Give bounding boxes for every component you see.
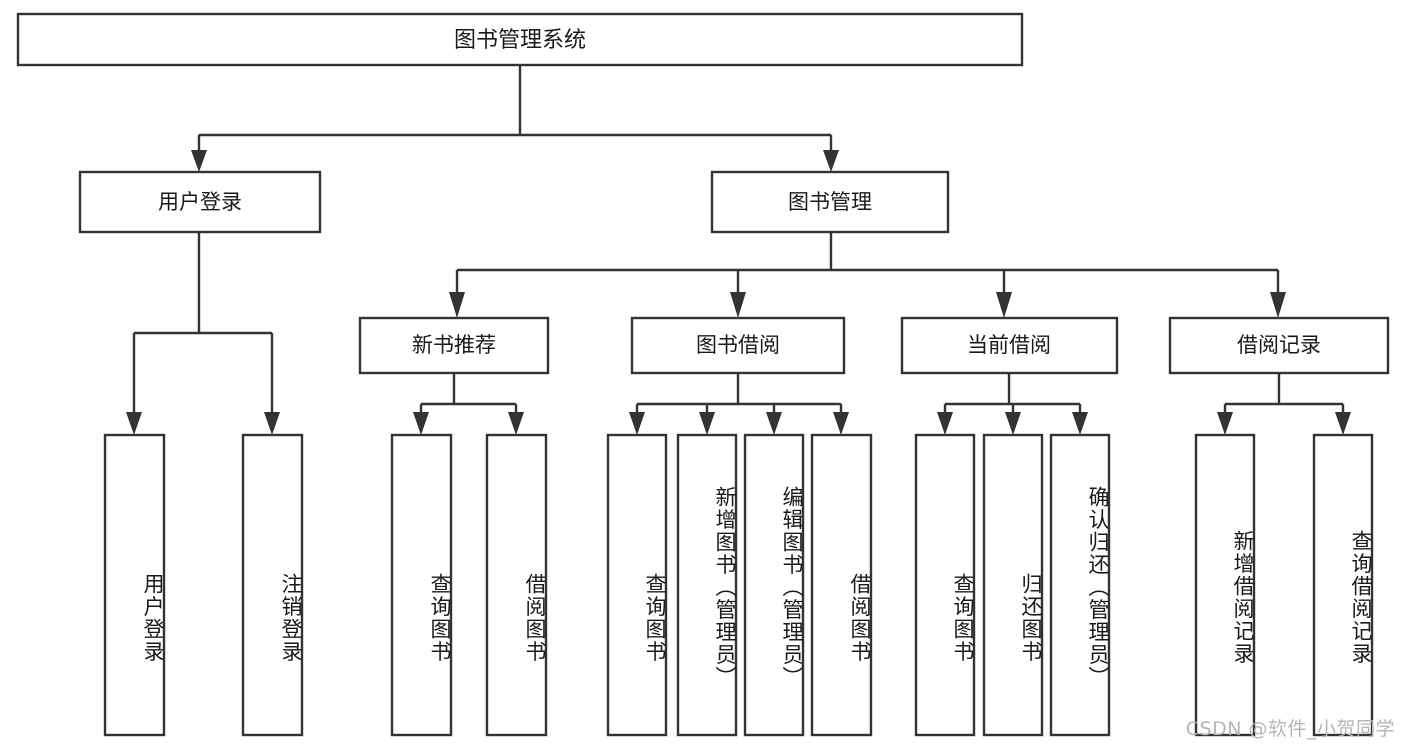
leaf-current-borrow-0-box[interactable]	[914, 433, 976, 737]
leaf-new-book-rec-1-box[interactable]	[485, 433, 548, 737]
arrow-leaf-cb-1	[937, 412, 953, 435]
leaf-borrow-record-1-box[interactable]	[1312, 433, 1374, 737]
leaf-current-borrow-2-box[interactable]	[1049, 433, 1111, 737]
node-root-box[interactable]	[16, 12, 1024, 67]
leaf-user-login-1-box[interactable]	[241, 433, 304, 737]
arrow-to-current-borrow	[996, 292, 1012, 318]
leaf-book-borrow-3-box[interactable]	[810, 433, 873, 737]
node-new-book-rec-box[interactable]	[358, 316, 550, 375]
csdn-watermark: CSDN @软件_小贺同学	[1185, 718, 1395, 740]
arrow-leaf-bb-2	[699, 412, 715, 435]
node-user-login-label: 用户登录	[158, 190, 242, 214]
node-book-manage-box[interactable]	[710, 170, 950, 234]
arrow-leaf-cb-3	[1072, 412, 1088, 435]
node-root-label: 图书管理系统	[454, 28, 586, 53]
node-boxes: 图书管理系统 用户登录 图书管理 新书推荐 图书借阅 当前借阅 借阅记录	[16, 12, 1390, 737]
leaf-book-borrow-0-box[interactable]	[606, 433, 668, 737]
arrow-leaf-newbook-2	[508, 412, 524, 435]
node-borrow-record-label: 借阅记录	[1237, 333, 1321, 357]
arrow-leaf-user-login-2	[264, 412, 280, 435]
arrow-to-user-login	[191, 150, 207, 172]
node-book-borrow-label: 图书借阅	[696, 333, 780, 357]
node-borrow-record-box[interactable]	[1168, 316, 1390, 375]
node-user-login-box[interactable]	[78, 170, 322, 234]
connectors	[126, 65, 1351, 435]
node-current-borrow-box[interactable]	[900, 316, 1119, 375]
arrow-leaf-br-2	[1335, 412, 1351, 435]
arrow-leaf-cb-2	[1005, 412, 1021, 435]
arrow-to-book-borrow	[730, 292, 746, 318]
leaf-book-borrow-2-box[interactable]	[743, 433, 805, 737]
node-book-manage-label: 图书管理	[788, 190, 872, 214]
arrow-leaf-bb-3	[766, 412, 782, 435]
arrow-leaf-bb-1	[629, 412, 645, 435]
node-new-book-rec-label: 新书推荐	[412, 333, 496, 357]
arrow-to-new-book-rec	[449, 292, 465, 318]
arrow-leaf-bb-4	[833, 412, 849, 435]
arrow-to-borrow-record	[1270, 292, 1286, 318]
node-book-borrow-box[interactable]	[630, 316, 846, 375]
arrow-leaf-br-1	[1217, 412, 1233, 435]
arrow-to-book-manage	[823, 150, 839, 172]
node-current-borrow-label: 当前借阅	[967, 333, 1051, 357]
arrow-leaf-newbook-1	[413, 412, 429, 435]
leaf-new-book-rec-0-box[interactable]	[390, 433, 453, 737]
leaf-borrow-record-0-box[interactable]	[1194, 433, 1256, 737]
leaf-book-borrow-1-box[interactable]	[676, 433, 738, 737]
leaf-user-login-0-box[interactable]	[103, 433, 166, 737]
leaf-current-borrow-1-box[interactable]	[982, 433, 1044, 737]
arrow-leaf-user-login-1	[126, 412, 142, 435]
